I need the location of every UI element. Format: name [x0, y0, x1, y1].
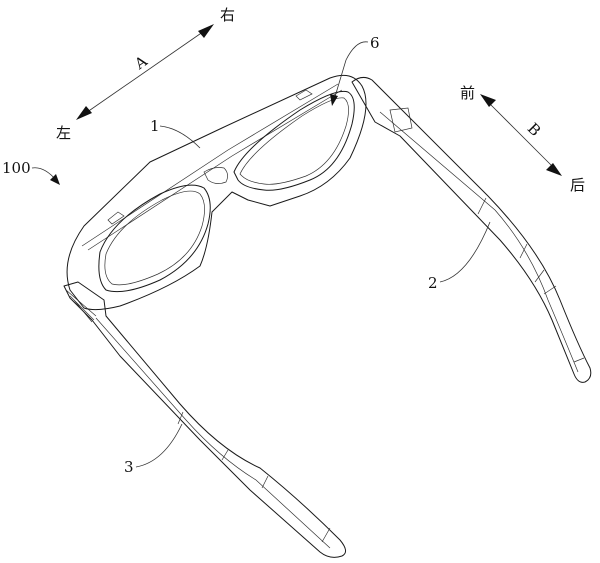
- reference-3: 3: [124, 423, 183, 476]
- reference-100: 100: [2, 159, 60, 185]
- numeral-2: 2: [428, 274, 438, 292]
- arrow-right-icon: [198, 24, 214, 38]
- direction-b-indicator: B 前 后: [460, 84, 585, 194]
- numeral-100: 100: [2, 159, 31, 177]
- left-lens: [98, 184, 211, 293]
- arrow-back-icon: [546, 163, 562, 176]
- nose-bridge: [203, 167, 228, 184]
- numeral-6: 6: [370, 34, 380, 52]
- arrow-left-icon: [76, 106, 92, 120]
- arrow-front-icon: [480, 94, 496, 107]
- direction-left-label: 左: [56, 124, 71, 142]
- numeral-1: 1: [150, 117, 160, 135]
- reference-6: 6: [330, 34, 380, 106]
- right-lens: [233, 90, 355, 191]
- reference-2: 2: [428, 221, 491, 292]
- direction-back-label: 后: [570, 176, 585, 194]
- left-temple: [63, 281, 346, 558]
- right-temple: [351, 76, 592, 383]
- numeral-3: 3: [124, 458, 134, 476]
- direction-a-indicator: A 右 左: [56, 6, 235, 142]
- direction-right-label: 右: [220, 6, 235, 24]
- reference-1: 1: [150, 117, 201, 149]
- glasses-frame: [66, 74, 367, 311]
- direction-b-label: B: [524, 119, 545, 140]
- direction-front-label: 前: [460, 84, 475, 102]
